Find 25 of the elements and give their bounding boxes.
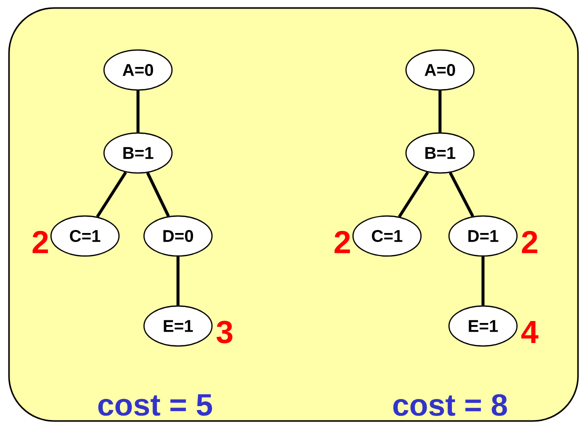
tree-node: B=1 — [103, 132, 173, 174]
tree-node: D=1 — [448, 215, 518, 257]
tree-edge — [96, 171, 127, 218]
tree-node: E=1 — [143, 305, 213, 347]
tree-node: A=0 — [103, 49, 173, 91]
cost-number: 2 — [32, 230, 48, 254]
tree-edge — [136, 90, 140, 132]
tree-node: D=0 — [143, 215, 213, 257]
cost-number: 2 — [522, 230, 538, 254]
tree-edge — [176, 256, 180, 306]
cost-label: cost = 5 — [98, 394, 212, 416]
tree-edge — [398, 171, 429, 218]
tree-edge — [146, 172, 170, 217]
tree-node: E=1 — [448, 305, 518, 347]
cost-number: 2 — [334, 230, 350, 254]
tree-edge — [448, 172, 474, 218]
cost-number: 3 — [216, 320, 232, 344]
tree-node: B=1 — [405, 132, 475, 174]
cost-number: 4 — [521, 321, 538, 343]
tree-node: A=0 — [405, 49, 475, 91]
tree-edge — [482, 256, 484, 306]
cost-label: cost = 8 — [393, 394, 507, 416]
tree-edge — [438, 90, 442, 132]
tree-node: C=1 — [352, 215, 422, 257]
tree-node: C=1 — [50, 215, 120, 257]
